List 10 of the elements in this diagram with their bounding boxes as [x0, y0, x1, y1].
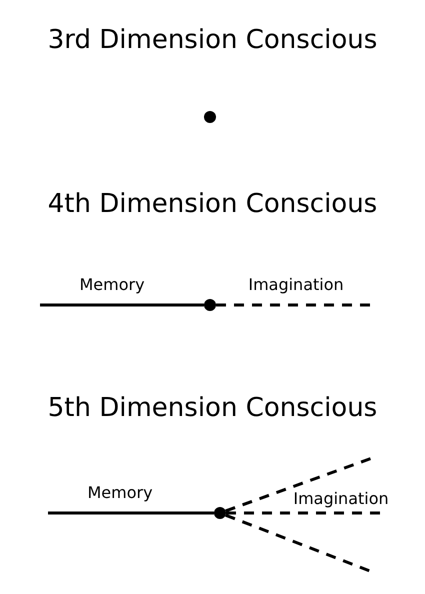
heading: 4th Dimension Conscious: [48, 188, 378, 220]
point-dot: [204, 111, 216, 123]
line: [40, 304, 204, 306]
dashed-line: [216, 304, 372, 306]
line: [48, 512, 214, 514]
heading: 3rd Dimension Conscious: [48, 24, 378, 56]
point-dot: [214, 507, 226, 519]
heading: 5th Dimension Conscious: [48, 392, 378, 424]
dashed-line: [226, 512, 382, 514]
point-dot: [204, 299, 216, 311]
